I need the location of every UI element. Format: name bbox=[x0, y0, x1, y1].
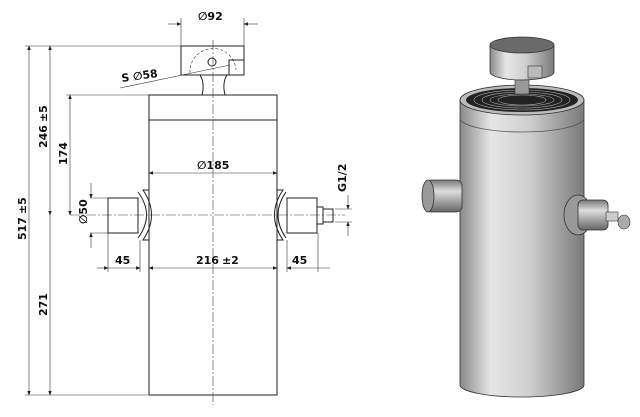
sphere-outline bbox=[189, 48, 237, 74]
dim-pin-diameter: ∅50 bbox=[77, 199, 90, 224]
dim-sphere: S ∅58 bbox=[121, 67, 159, 85]
right-pin bbox=[286, 197, 318, 234]
dim-port: G1/2 bbox=[336, 164, 349, 192]
dim-pin-from-top: 174 bbox=[57, 142, 70, 165]
dim-total-height: 517 bbox=[16, 217, 29, 240]
dim-body-width: 216 bbox=[196, 254, 219, 267]
svg-text:246±5: 246±5 bbox=[37, 105, 50, 148]
dim-lower-height: 271 bbox=[37, 293, 50, 316]
front-view: ∅92 S ∅58 ∅185 517±5 246±5 174 271 ∅50 G… bbox=[16, 10, 352, 405]
dim-pin-height-tol: ±5 bbox=[37, 105, 50, 122]
dim-top-diameter: ∅92 bbox=[198, 10, 223, 23]
dim-pin-left-len: 45 bbox=[115, 254, 130, 267]
port-nipple bbox=[322, 208, 334, 223]
cylinder-3d bbox=[459, 99, 585, 398]
valve bbox=[228, 59, 245, 76]
dim-body-diameter: ∅185 bbox=[197, 159, 229, 172]
isometric-view bbox=[421, 36, 631, 398]
svg-text:216±2: 216±2 bbox=[196, 254, 239, 267]
dim-total-height-tol: ±5 bbox=[16, 197, 29, 214]
neck bbox=[199, 74, 228, 96]
left-pin bbox=[107, 197, 139, 234]
svg-text:517±5: 517±5 bbox=[16, 197, 29, 240]
dim-body-width-tol: ±2 bbox=[222, 254, 239, 267]
dim-pin-right-len: 45 bbox=[292, 254, 307, 267]
dim-pin-height: 246 bbox=[37, 125, 50, 148]
